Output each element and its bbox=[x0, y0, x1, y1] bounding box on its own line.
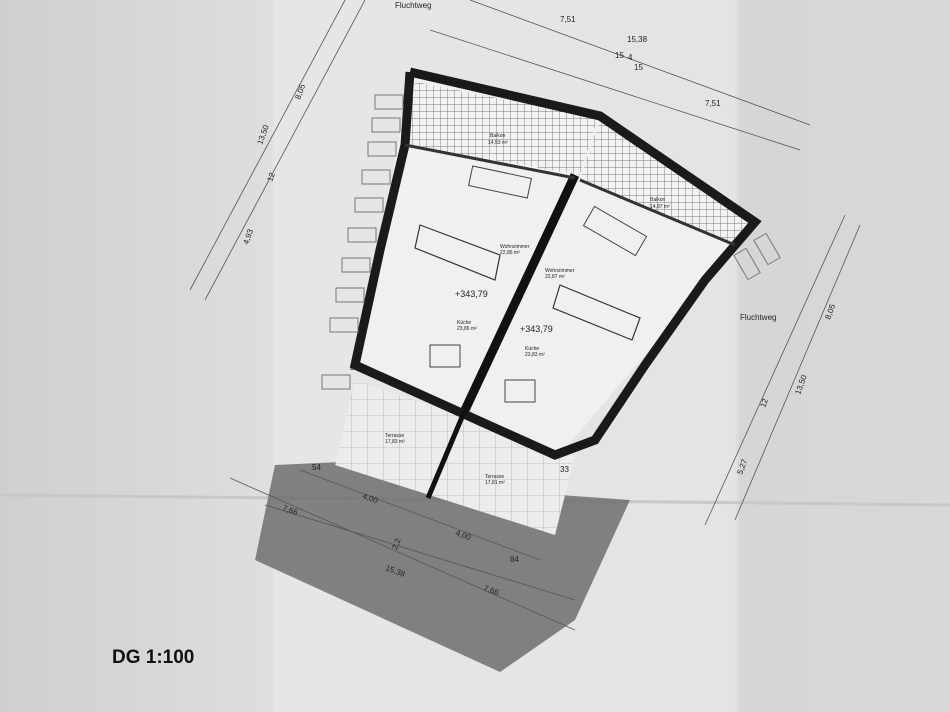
dimension-text: 12 bbox=[265, 171, 277, 183]
dimension-text: 33 bbox=[560, 465, 569, 474]
dimension-text: 4 bbox=[628, 53, 633, 62]
sofa bbox=[582, 205, 648, 257]
room-area: 22,87 m² bbox=[545, 274, 565, 280]
room-area: 23,83 m² bbox=[525, 352, 545, 358]
room-area: 17,81 m² bbox=[485, 480, 505, 486]
dimension-text: 7,51 bbox=[705, 99, 721, 108]
stairs-right bbox=[552, 284, 641, 341]
shadow bbox=[255, 462, 630, 672]
drawing-scale-title: DG 1:100 bbox=[112, 647, 195, 668]
room-name: Küche bbox=[525, 346, 539, 352]
dimension-text: 4,93 bbox=[241, 227, 255, 245]
escape-route-label: Fluchtweg bbox=[740, 313, 776, 322]
stairs-left bbox=[414, 224, 501, 281]
level-label: +343,79 bbox=[455, 289, 488, 299]
sofa bbox=[467, 165, 533, 199]
room-name: Küche bbox=[457, 320, 471, 326]
dimension-text: 12 bbox=[758, 397, 770, 409]
dimension-text: 8,05 bbox=[823, 302, 837, 320]
room-name: Balkon bbox=[490, 133, 506, 139]
room-name: Terrasse bbox=[385, 433, 404, 439]
room-area: 22,86 m² bbox=[500, 250, 520, 256]
room-name: Terrasse bbox=[485, 474, 504, 480]
escape-route-label: Fluchtweg bbox=[395, 1, 431, 10]
outer-walls bbox=[349, 67, 762, 460]
dimension-text: 7,51 bbox=[560, 15, 576, 24]
dimension-text: 8,05 bbox=[293, 82, 307, 100]
room-area: 14,87 m² bbox=[650, 204, 670, 210]
room-area: 14,53 m² bbox=[488, 140, 508, 146]
dining-table bbox=[504, 379, 536, 403]
room-name: Wohnzimmer bbox=[545, 268, 575, 274]
dimension-text: 84 bbox=[510, 555, 519, 564]
terrace-divider bbox=[425, 409, 468, 499]
party-wall bbox=[460, 173, 580, 412]
room-name: Wohnzimmer bbox=[500, 244, 530, 250]
dimension-text: 2,2 bbox=[390, 537, 402, 551]
dimension-text: 15 bbox=[615, 51, 624, 60]
room-name: Balkon bbox=[650, 197, 666, 203]
balcony-right bbox=[580, 120, 752, 245]
dimension-text: 15,38 bbox=[627, 35, 648, 44]
balcony-left bbox=[405, 82, 598, 175]
parking-outlines bbox=[321, 94, 781, 390]
terrace bbox=[335, 380, 575, 535]
dimension-lines bbox=[189, 0, 861, 631]
dimension-text: 5,27 bbox=[735, 457, 749, 475]
room-area: 23,86 m² bbox=[457, 326, 477, 332]
level-label: +343,79 bbox=[520, 324, 553, 334]
dining-table bbox=[429, 344, 461, 368]
dimension-text: 15 bbox=[634, 63, 643, 72]
dimension-text: 54 bbox=[312, 463, 321, 472]
room-area: 17,83 m² bbox=[385, 439, 405, 445]
dimension-text: 33 bbox=[350, 363, 359, 372]
